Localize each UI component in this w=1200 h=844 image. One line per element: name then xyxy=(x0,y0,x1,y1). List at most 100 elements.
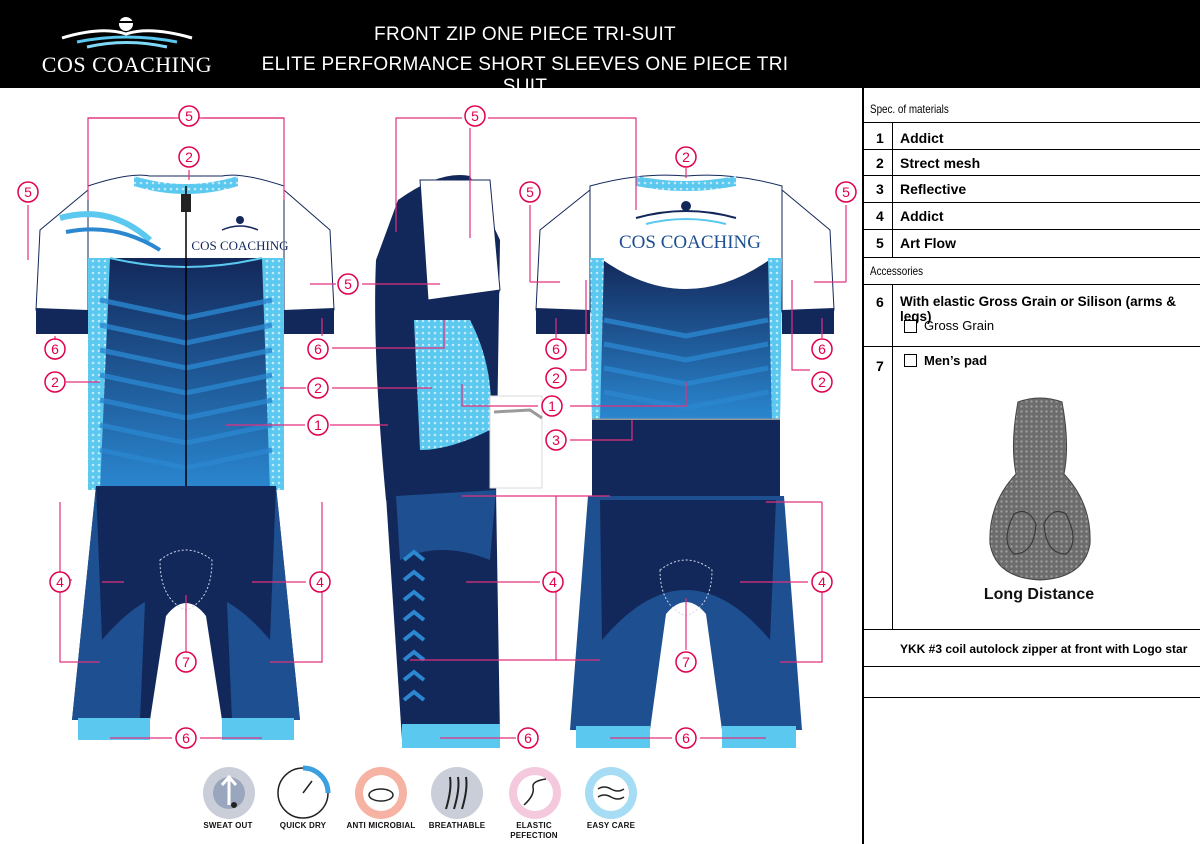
svg-text:1: 1 xyxy=(314,417,322,433)
svg-text:6: 6 xyxy=(314,341,322,357)
callout-back-2-left: 2 xyxy=(545,367,567,389)
callout-side-4: 4 xyxy=(542,571,564,593)
svg-text:4: 4 xyxy=(316,574,324,590)
material-num-1: 1 xyxy=(876,130,884,146)
material-num-4: 4 xyxy=(876,208,884,224)
svg-text:2: 2 xyxy=(682,149,690,165)
callout-front-7: 7 xyxy=(175,651,197,673)
spec-panel: Spec. of materials 1 Addict 2 Strect mes… xyxy=(862,88,1200,844)
svg-text:5: 5 xyxy=(24,184,32,200)
callout-front-5-left: 5 xyxy=(17,181,39,203)
svg-text:5: 5 xyxy=(471,108,479,124)
svg-text:1: 1 xyxy=(548,398,556,414)
svg-text:2: 2 xyxy=(51,374,59,390)
svg-text:6: 6 xyxy=(524,730,532,746)
svg-text:7: 7 xyxy=(182,654,190,670)
material-name-3: Reflective xyxy=(900,181,967,197)
callout-side-1: 1 xyxy=(541,395,563,417)
materials-heading: Spec. of materials xyxy=(870,102,949,116)
svg-text:4: 4 xyxy=(56,574,64,590)
svg-text:2: 2 xyxy=(552,370,560,386)
callout-front-2-left: 2 xyxy=(44,371,66,393)
sweat-out-icon xyxy=(194,765,264,825)
svg-text:5: 5 xyxy=(842,184,850,200)
pad-caption: Long Distance xyxy=(983,586,1095,603)
callout-front-6-bottom: 6 xyxy=(175,727,197,749)
header-bar: COS COACHING FRONT ZIP ONE PIECE TRI-SUI… xyxy=(0,0,1200,97)
elastic-perfection-icon xyxy=(500,765,570,825)
easy-care-icon xyxy=(576,765,646,825)
material-name-5: Art Flow xyxy=(900,235,956,251)
svg-text:4: 4 xyxy=(549,574,557,590)
callout-back-7: 7 xyxy=(675,651,697,673)
accessories-heading: Accessories xyxy=(870,264,924,278)
svg-text:6: 6 xyxy=(182,730,190,746)
feature-label-anti-microbial: ANTI MICROBIAL xyxy=(346,821,416,830)
callout-side-5-mid: 5 xyxy=(337,273,359,295)
callout-back-6-left: 6 xyxy=(545,338,567,360)
svg-text:6: 6 xyxy=(552,341,560,357)
front-chest-logo-text: COS COACHING xyxy=(191,238,288,253)
material-num-5: 5 xyxy=(876,235,884,251)
feature-label-pefection: PEFECTION xyxy=(510,831,558,840)
back-view: COS COACHING xyxy=(535,174,835,748)
svg-text:2: 2 xyxy=(314,380,322,396)
accessory-num-6: 6 xyxy=(876,294,884,310)
anti-microbial-icon xyxy=(346,765,416,825)
feature-label-quick-dry: QUICK DRY xyxy=(279,821,327,830)
callout-back-5-right: 5 xyxy=(835,181,857,203)
svg-text:6: 6 xyxy=(51,341,59,357)
gross-grain-label: Gross Grain xyxy=(924,318,995,333)
svg-text:3: 3 xyxy=(552,432,560,448)
feature-label-elastic: ELASTIC xyxy=(516,821,552,830)
side-view xyxy=(375,175,543,748)
quick-dry-icon xyxy=(268,765,338,825)
callout-back-5-left: 5 xyxy=(519,181,541,203)
callout-front-6-left: 6 xyxy=(44,338,66,360)
callout-front-2-collar: 2 xyxy=(178,146,200,168)
svg-text:5: 5 xyxy=(526,184,534,200)
callout-front-1: 1 xyxy=(307,414,329,436)
svg-text:2: 2 xyxy=(818,374,826,390)
feature-label-easy-care: EASY CARE xyxy=(586,821,636,830)
callout-side-6-bottom: 6 xyxy=(517,727,539,749)
callout-back-3: 3 xyxy=(545,429,567,451)
callout-back-2-collar: 2 xyxy=(675,146,697,168)
callout-side-6: 6 xyxy=(307,338,329,360)
svg-text:4: 4 xyxy=(818,574,826,590)
title-line-1: FRONT ZIP ONE PIECE TRI-SUIT xyxy=(374,24,676,45)
chamois-pad-image xyxy=(989,397,1091,581)
svg-text:6: 6 xyxy=(682,730,690,746)
material-num-3: 3 xyxy=(876,181,884,197)
zipper-note: YKK #3 coil autolock zipper at front wit… xyxy=(900,642,1188,656)
mens-pad-checkbox[interactable] xyxy=(904,354,917,367)
svg-text:7: 7 xyxy=(682,654,690,670)
callout-side-2: 2 xyxy=(307,377,329,399)
callout-back-2-right: 2 xyxy=(811,371,833,393)
svg-text:2: 2 xyxy=(185,149,193,165)
callout-back-6-right: 6 xyxy=(811,338,833,360)
material-num-2: 2 xyxy=(876,155,884,171)
svg-text:6: 6 xyxy=(818,341,826,357)
callout-side-5-top: 5 xyxy=(464,105,486,127)
svg-text:5: 5 xyxy=(344,276,352,292)
brand-name: COS COACHING xyxy=(41,52,213,77)
svg-text:5: 5 xyxy=(185,108,193,124)
callout-back-6-bottom: 6 xyxy=(675,727,697,749)
callout-markers: 5 2 5 6 2 1 4 4 7 6 5 5 6 2 1 4 6 5 2 5 … xyxy=(17,105,857,749)
gross-grain-checkbox[interactable] xyxy=(904,320,917,333)
swimmer-logo-icon xyxy=(61,17,193,49)
breathable-icon xyxy=(422,765,492,825)
title-line-2: ELITE PERFORMANCE SHORT SLEEVES ONE PIEC… xyxy=(261,54,789,97)
accessory-num-7: 7 xyxy=(876,358,884,374)
callout-front-4-left: 4 xyxy=(49,571,71,593)
material-name-1: Addict xyxy=(900,130,944,146)
material-name-2: Strect mesh xyxy=(900,155,981,171)
callout-front-5-top: 5 xyxy=(178,105,200,127)
brand-logo: COS COACHING xyxy=(22,8,232,84)
callout-back-4-right: 4 xyxy=(811,571,833,593)
garment-drawings: COS COACHING xyxy=(17,105,857,749)
material-name-4: Addict xyxy=(900,208,944,224)
feature-label-breathable: BREATHABLE xyxy=(428,821,486,830)
callout-front-4-right: 4 xyxy=(309,571,331,593)
